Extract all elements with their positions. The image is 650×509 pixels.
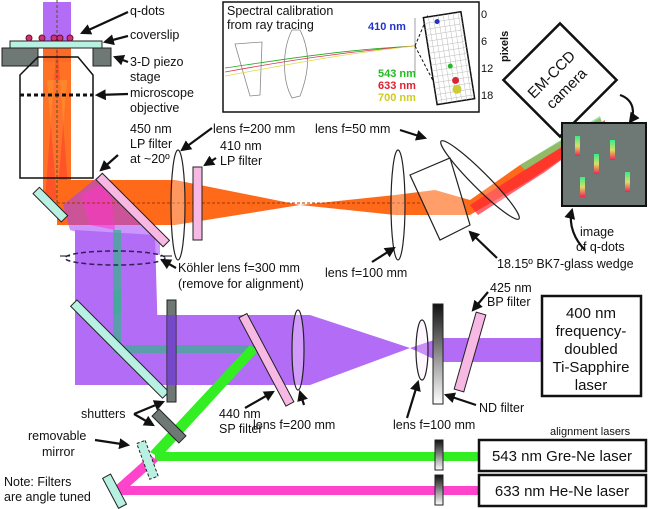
label-lens50: lens f=50 mm xyxy=(315,122,390,136)
label-lens100-bottom: lens f=100 mm xyxy=(393,418,475,432)
spectral-calibration-inset: 0 6 12 18 pixels Spectral calibration fr… xyxy=(222,1,511,113)
ti-line-2: frequency- xyxy=(556,323,627,340)
nd-filter-green xyxy=(434,439,444,471)
red-alignment-beam xyxy=(116,486,480,495)
mirror-lower-left xyxy=(69,299,170,399)
label-qdots: q-dots xyxy=(130,4,165,18)
lens-f200-bottom xyxy=(291,309,305,391)
red-laser-label: 633 nm He-Ne laser xyxy=(495,483,629,500)
tick-0: 0 xyxy=(481,9,487,21)
label-bp425-1: 425 nm xyxy=(490,281,532,295)
label-lp450-1: 450 nm xyxy=(130,122,172,136)
nd-filter-red xyxy=(434,474,444,506)
spot-410 xyxy=(434,19,440,25)
ti-line-1: 400 nm xyxy=(566,305,616,322)
nd-filter xyxy=(432,303,444,405)
filter-440-sp xyxy=(238,312,295,407)
removable-mirror xyxy=(136,439,159,480)
tick-6: 6 xyxy=(481,36,487,48)
label-lp410-2: LP filter xyxy=(220,154,262,168)
label-lp450-3: at ~20º xyxy=(130,152,170,166)
label-lp410-1: 410 nm xyxy=(220,139,262,153)
label-shutters: shutters xyxy=(81,407,125,421)
label-removable-1: removable xyxy=(28,429,86,443)
qdots xyxy=(25,34,74,42)
label-sp440-2: SP filter xyxy=(219,422,263,436)
label-bp425-2: BP filter xyxy=(487,295,531,309)
lens-f100-top xyxy=(390,149,406,261)
label-note-1: Note: Filters xyxy=(4,475,71,489)
lens-f100-bottom xyxy=(415,319,429,381)
ti-line-3: doubled xyxy=(564,341,617,358)
label-piezo-1: 3-D piezo xyxy=(130,55,184,69)
label-objective-2: objective xyxy=(130,101,179,115)
piezo-stage xyxy=(1,47,112,67)
label-removable-2: mirror xyxy=(42,445,75,459)
coverslip xyxy=(9,40,103,49)
shutter-diagonal xyxy=(151,408,187,444)
filter-450-lp xyxy=(95,172,171,248)
lens-f50 xyxy=(440,140,520,220)
label-image-2: of q-dots xyxy=(576,240,625,254)
label-wedge: 18.15º BK7-glass wedge xyxy=(497,257,634,271)
label-alignment-lasers: alignment lasers xyxy=(550,426,631,438)
spot-700 xyxy=(452,84,462,94)
label-nd-filter: ND filter xyxy=(479,401,524,415)
lens-f200-top xyxy=(170,149,186,261)
spot-543 xyxy=(447,63,453,69)
wl-543: 543 nm xyxy=(378,68,416,80)
wl-410: 410 nm xyxy=(368,21,406,33)
mirror-bottom xyxy=(101,473,128,509)
pixels-axis-label: pixels xyxy=(499,31,511,62)
ti-sapphire-laser: 400 nm frequency- doubled Ti-Sapphire la… xyxy=(540,294,643,398)
label-lens200-top: lens f=200 mm xyxy=(213,122,295,136)
label-objective-1: microscope xyxy=(130,86,194,100)
mirror-top-left xyxy=(32,186,69,223)
ti-line-5: laser xyxy=(575,377,608,394)
green-laser-label: 543 nm Gre-Ne laser xyxy=(492,448,632,465)
label-kohler-1: Köhler lens f=300 mm xyxy=(178,261,300,275)
label-coverslip: coverslip xyxy=(130,28,179,42)
tick-18: 18 xyxy=(481,90,493,102)
label-piezo-2: stage xyxy=(130,70,161,84)
inset-title-1: Spectral calibration xyxy=(227,4,333,18)
filter-425-bp xyxy=(453,311,487,393)
green-ne-laser: 543 nm Gre-Ne laser xyxy=(477,438,648,473)
em-ccd-camera: EM-CCD camera xyxy=(501,21,619,139)
qdot-image xyxy=(561,122,647,207)
green-alignment-beam xyxy=(155,452,480,461)
spot-633 xyxy=(452,76,460,84)
tick-12: 12 xyxy=(481,63,493,75)
label-image-1: image xyxy=(580,225,614,239)
label-lens100-top: lens f=100 mm xyxy=(325,266,407,280)
filter-410-lp xyxy=(192,166,203,241)
wl-633: 633 nm xyxy=(378,80,416,92)
wl-700: 700 nm xyxy=(378,92,416,104)
glass-wedge xyxy=(409,157,471,241)
label-lp450-2: LP filter xyxy=(130,137,172,151)
label-note-2: are angle tuned xyxy=(4,490,91,504)
microscope-objective xyxy=(19,56,94,179)
label-sp440-1: 440 nm xyxy=(219,407,261,421)
label-kohler-2: (remove for alignment) xyxy=(178,277,304,291)
he-ne-laser: 633 nm He-Ne laser xyxy=(477,473,648,508)
kohler-lens xyxy=(64,250,166,266)
ti-line-4: Ti-Sapphire xyxy=(553,359,630,376)
label-lens200-bottom: lens f=200 mm xyxy=(253,418,335,432)
inset-title-2: from ray tracing xyxy=(227,18,314,32)
